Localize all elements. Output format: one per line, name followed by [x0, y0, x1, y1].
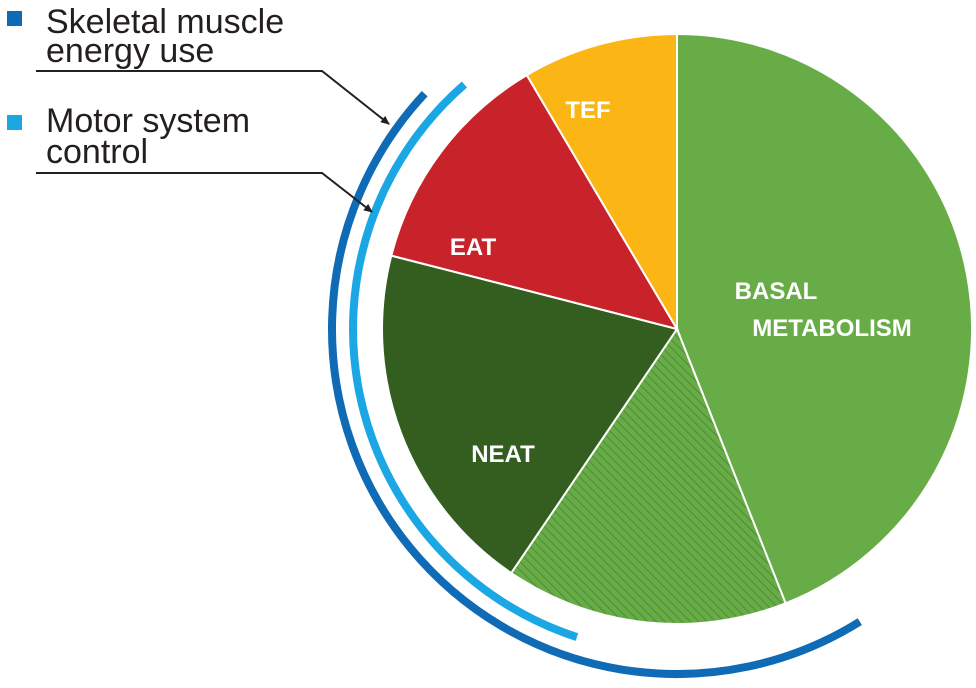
pie-slice-labels: BASAL METABOLISM NEAT EAT TEF [450, 97, 912, 468]
pie-slice-hatched [509, 326, 787, 626]
legend-item-skeletal-muscle: Skeletal muscle energy use [7, 3, 284, 70]
muscle-arcs [327, 81, 862, 678]
legend-label-motor-system-line2: control [46, 133, 148, 171]
legend-label-skeletal-muscle-line2: energy use [46, 32, 214, 70]
pie-slice-label-basal-metabolism-line1: BASAL [735, 278, 818, 305]
legend-label-skeletal-muscle-line1: Skeletal muscle [46, 3, 284, 41]
pie-slice-label-basal-metabolism-line2: METABOLISM [752, 315, 912, 342]
pie-slice-label-eat: EAT [450, 234, 497, 261]
pie-slice-neat [381, 254, 679, 575]
legend-swatch-motor-system [7, 115, 22, 130]
legend-leader-line-motor-system [36, 172, 373, 213]
pie-slice-eat [390, 73, 680, 331]
pie-slice-basal-metabolism [676, 32, 973, 605]
pie-slice-tef [525, 32, 678, 333]
legend-leader-line-skeletal-muscle [36, 70, 390, 125]
pie-slice-label-neat: NEAT [471, 441, 535, 468]
skeletal-muscle-arc [327, 90, 862, 678]
legend-label-motor-system-line1: Motor system [46, 102, 250, 140]
pie-slices [381, 32, 973, 626]
pie-slice-label-tef: TEF [565, 97, 610, 124]
motor-system-arc [349, 81, 579, 641]
legend: Skeletal muscle energy use Motor system … [7, 3, 390, 213]
legend-swatch-skeletal-muscle [7, 11, 22, 26]
legend-item-motor-system: Motor system control [7, 102, 250, 171]
